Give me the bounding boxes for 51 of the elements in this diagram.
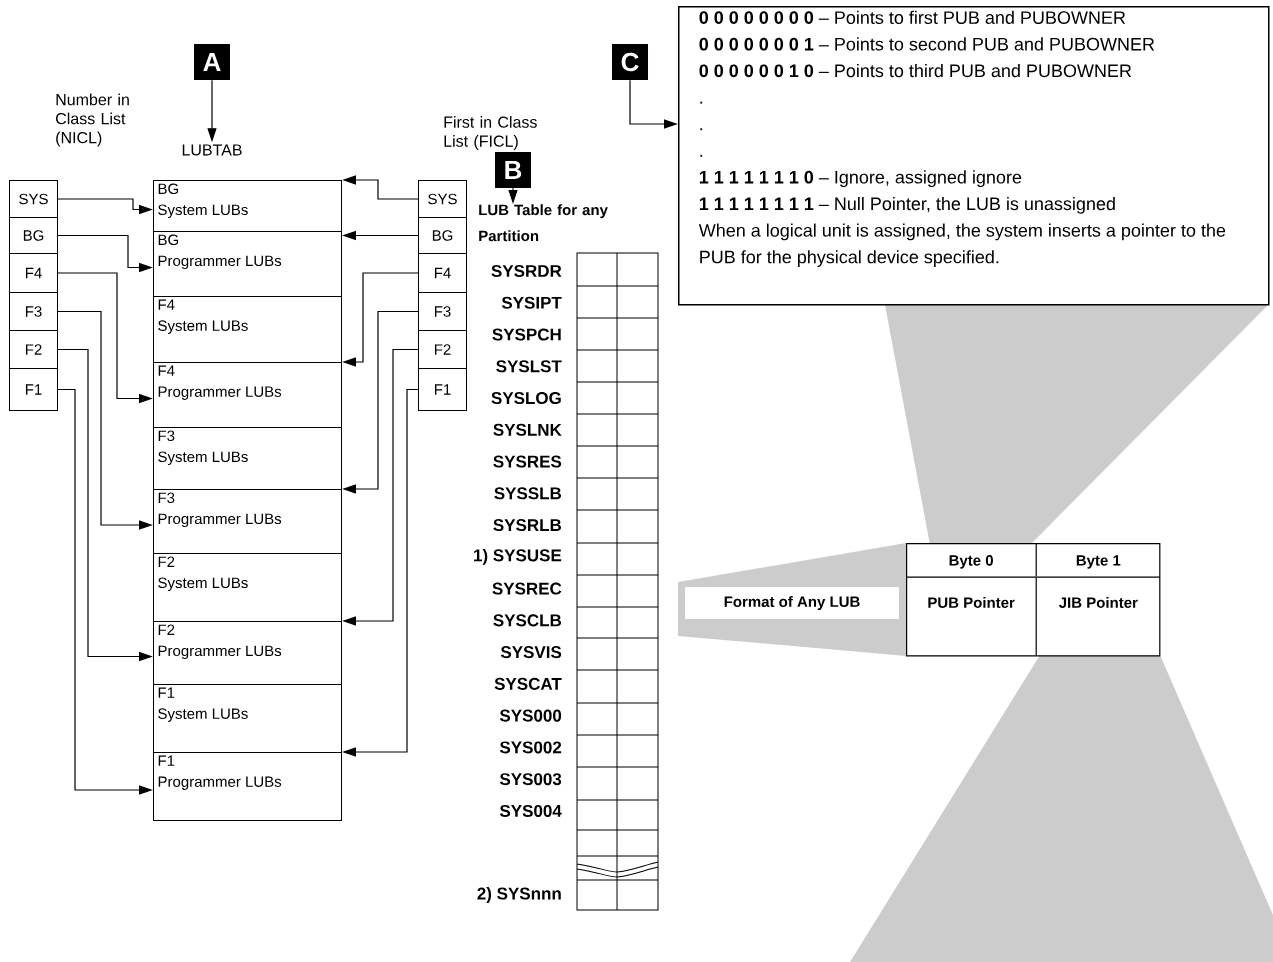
class-list-entry: F2 xyxy=(9,330,58,369)
row-label: SYS002 xyxy=(499,741,562,754)
row-label: SYSIPT xyxy=(501,296,562,309)
class-list-entry: F3 xyxy=(9,292,58,331)
row-label: SYSLOG xyxy=(491,392,561,405)
table-title: LUB Table for any Partition xyxy=(479,204,608,242)
row-label: SYSCAT xyxy=(494,677,562,690)
table-entry: F1 Programmer LUBs xyxy=(153,752,342,821)
class-list-entry: F2 xyxy=(418,330,467,369)
row-label: SYSVIS xyxy=(500,646,562,659)
class-list-entry: F1 xyxy=(418,368,467,411)
table-entry: F3 Programmer LUBs xyxy=(153,489,342,554)
table-entry: F4 System LUBs xyxy=(153,296,342,363)
class-list-entry: BG xyxy=(418,217,467,254)
table-entry: F2 Programmer LUBs xyxy=(153,621,342,685)
row-label: SYSSLB xyxy=(494,487,562,500)
column-heading: Number in Class List (NICL) xyxy=(56,93,129,147)
table-entry: BG Programmer LUBs xyxy=(153,231,342,297)
format-label: Format of Any LUB xyxy=(685,587,899,619)
row-label: SYSRES xyxy=(493,455,562,468)
row-label: 2) SYSnnn xyxy=(477,887,561,903)
row-label: SYSCLB xyxy=(493,614,562,627)
class-list-entry: SYS xyxy=(418,180,467,218)
row-label: SYS000 xyxy=(499,709,562,722)
row-label: SYSLST xyxy=(496,360,562,373)
table-entry: BG System LUBs xyxy=(153,180,342,232)
callout-letter: C xyxy=(612,44,648,80)
row-label: 1) SYSUSE xyxy=(474,548,562,565)
row-label: SYSRLB xyxy=(493,519,562,532)
class-list-entry: F1 xyxy=(9,368,58,411)
row-label: SYSRDR xyxy=(491,264,562,277)
row-label: SYSLNK xyxy=(493,423,562,436)
row-label: SYSREC xyxy=(492,582,562,595)
note-box: 0 0 0 0 0 0 0 0 – Points to first PUB and PUBOWNER 0 0 0 0 0 0 0 1 – Points to second PUB and PUBOWNER 0 0 0 0 0 0 1 0 – Points to third PUB and PUBOWNER . . . 1 1 1 1 1 1 1 0 – Ignore, assigned ignore 1 1 1 1 1 1 1 1 – Null Pointer, the LUB is unassigned When a logical unit is assigned, the system inserts a pointer to the PUB for the physical device specified. xyxy=(678,6,1270,306)
table-entry: F3 System LUBs xyxy=(153,427,342,490)
callout-letter: A xyxy=(194,44,230,80)
table-title: LUBTAB xyxy=(182,144,242,156)
class-list-entry: SYS xyxy=(9,180,58,218)
class-list-entry: F3 xyxy=(418,292,467,331)
table-entry: F2 System LUBs xyxy=(153,553,342,622)
table-entry: F4 Programmer LUBs xyxy=(153,362,342,428)
row-label: SYSPCH xyxy=(492,328,561,341)
format-table: Byte 0 Byte 1 PUB Pointer JIB Pointer xyxy=(906,543,1161,657)
class-list-entry: F4 xyxy=(9,253,58,293)
callout-letter: B xyxy=(495,152,531,188)
class-list-entry: BG xyxy=(9,217,58,254)
column-heading: First in Class List (FICL) xyxy=(444,116,537,150)
table-entry: F1 System LUBs xyxy=(153,684,342,753)
row-label: SYS004 xyxy=(499,804,562,817)
row-label: SYS003 xyxy=(499,773,562,786)
class-list-entry: F4 xyxy=(418,253,467,293)
